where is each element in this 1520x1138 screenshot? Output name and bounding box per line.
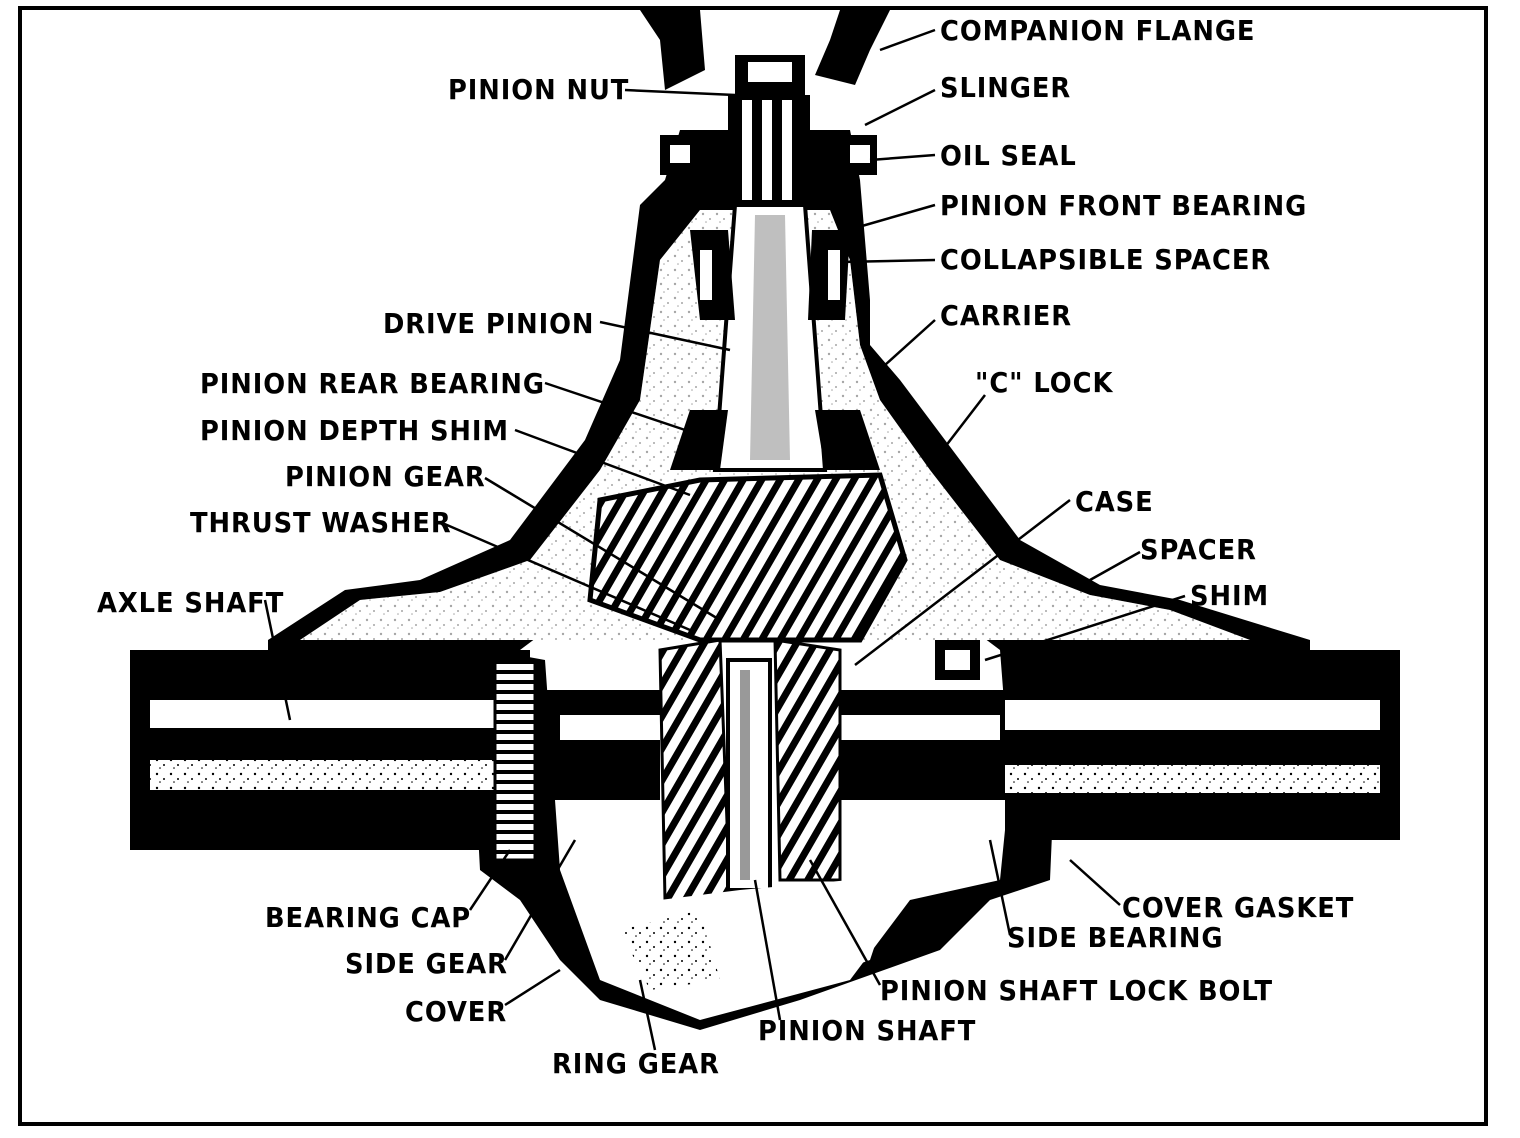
cover-interior (590, 870, 900, 1000)
label-ring-gear: RING GEAR (552, 1047, 720, 1080)
pinion-shaft (726, 658, 772, 892)
label-c-lock: "C" LOCK (975, 366, 1114, 399)
label-cover-gasket: COVER GASKET (1122, 891, 1355, 924)
label-carrier: CARRIER (940, 299, 1072, 332)
diagram-frame (18, 6, 1488, 1126)
drive-pinion-shaft (712, 95, 828, 472)
label-pinion-shaft: PINION SHAFT (758, 1014, 977, 1047)
label-pinion-nut: PINION NUT (448, 73, 630, 106)
oil-seal (660, 135, 877, 175)
label-pinion-rear-bearing: PINION REAR BEARING (200, 367, 545, 400)
label-pinion-gear: PINION GEAR (285, 460, 486, 493)
label-companion-flange: COMPANION FLANGE (940, 14, 1256, 47)
label-pinion-front-bearing: PINION FRONT BEARING (940, 189, 1308, 222)
label-oil-seal: OIL SEAL (940, 139, 1077, 172)
label-pinion-shaft-lock-bolt: PINION SHAFT LOCK BOLT (880, 974, 1273, 1007)
axle-shafts (130, 650, 1400, 850)
companion-flange (640, 10, 890, 95)
label-collapsible-spacer: COLLAPSIBLE SPACER (940, 243, 1272, 276)
label-thrust-washer: THRUST WASHER (190, 506, 452, 539)
label-cover: COVER (405, 995, 508, 1028)
label-case: CASE (1075, 485, 1154, 518)
bearing-cap-bolts (493, 640, 980, 862)
label-slinger: SLINGER (940, 71, 1072, 104)
label-axle-shaft: AXLE SHAFT (97, 586, 285, 619)
differential-case (470, 650, 1060, 1030)
leader-lines (263, 28, 1186, 1051)
label-spacer: SPACER (1140, 533, 1257, 566)
label-bearing-cap: BEARING CAP (265, 901, 472, 934)
ring-gear (587, 472, 908, 643)
label-shim: SHIM (1190, 579, 1270, 612)
label-side-bearing: SIDE BEARING (1007, 921, 1224, 954)
label-drive-pinion: DRIVE PINION (383, 307, 595, 340)
label-pinion-depth-shim: PINION DEPTH SHIM (200, 414, 509, 447)
label-side-gear: SIDE GEAR (345, 947, 508, 980)
pinion-bearings (670, 230, 880, 470)
